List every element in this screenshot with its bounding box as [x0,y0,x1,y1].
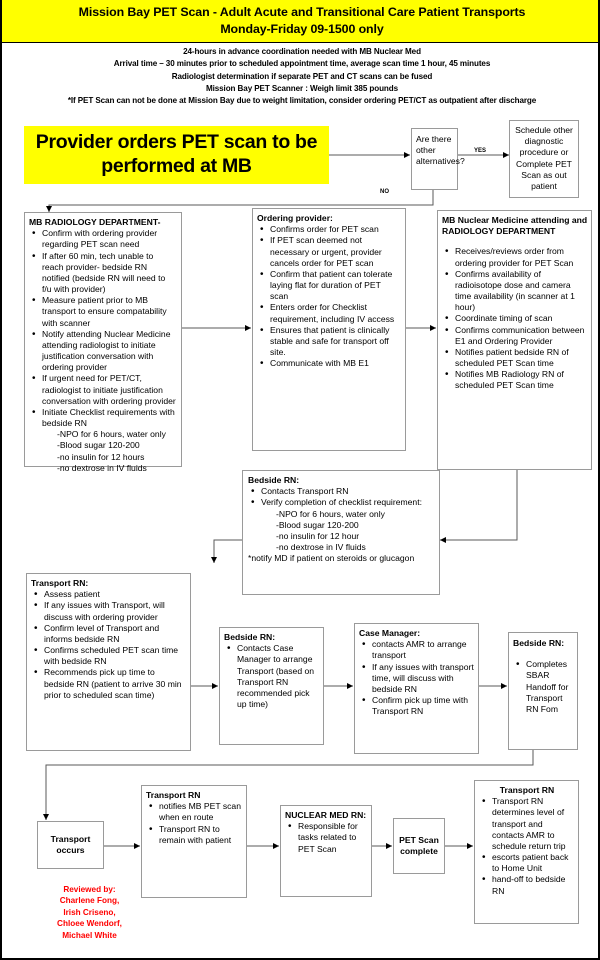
reviewer-name: Irish Criseno, [63,907,116,917]
list-item: Completes SBAR Handoff for Transport RN … [515,658,574,715]
pet-scan-complete-box[interactable]: PET Scan complete [393,818,445,874]
list-item: Ensures that patient is clinically stabl… [259,324,401,359]
ordering-provider-title: Ordering provider: [257,213,333,223]
reviewer-name: Chloee Wendorf, [57,919,122,929]
list-item: Contacts Transport RN [250,485,435,498]
transport-rn-return-box[interactable]: Transport RN Transport RN determines lev… [474,780,579,924]
transport-rn-box[interactable]: Transport RN: Assess patient If any issu… [26,573,191,751]
checklist-item: -no dextrose in IV fluids [276,542,366,553]
transport-rn-enroute-box[interactable]: Transport RN notifies MB PET scan when e… [141,785,247,898]
pet-scan-complete-label: PET Scan complete [399,834,439,856]
bedside-rn-checklist-note: *notify MD if patient on steroids or glu… [248,553,415,564]
bedside-rn-cm-title: Bedside RN: [224,632,276,642]
list-item: escorts patient back to Home Unit [481,851,575,874]
subheader-line: 24-hours in advance coordination needed … [183,47,421,56]
list-item: Verify completion of checklist requireme… [250,496,435,509]
reviewed-by-block: Reviewed by: Charlene Fong, Irish Crisen… [32,884,147,941]
list-item: Enters order for Checklist requirement, … [259,301,401,324]
list-item: Receives/reviews order from ordering pro… [444,245,588,268]
mb-radiology-department-box[interactable]: MB RADIOLOGY DEPARTMENT- Confirm with or… [24,212,182,473]
list-item: Recommends pick up time to bedside RN (p… [33,666,186,701]
subheader-line: Mission Bay PET Scanner : Weigh limit 38… [205,83,399,93]
decision-yes-label: YES [474,148,487,154]
start-box-label: Provider orders PET scan to be performed… [35,131,318,177]
outpatient-label: Schedule other diagnostic procedure or C… [515,125,573,191]
nuclear-med-rn-box[interactable]: NUCLEAR MED RN: Responsible for tasks re… [280,805,372,897]
checklist-item: -no insulin for 12 hours [57,451,145,462]
list-item: Confirms communication between E1 and Or… [444,324,588,347]
checklist-item: -no insulin for 12 hour [276,530,360,541]
transport-occurs-label: Transport occurs [50,833,91,855]
case-manager-title: Case Manager: [359,628,421,638]
outpatient-schedule-box[interactable]: Schedule other diagnostic procedure or C… [509,120,579,198]
list-item: Transport RN to remain with patient [148,823,242,846]
subheader-line: Radiologist determination if separate PE… [171,71,433,81]
subheader-notes: 24-hours in advance coordination needed … [2,46,598,107]
banner-line-1: Mission Bay PET Scan - Adult Acute and T… [78,5,526,20]
list-item: Contacts Case Manager to arrange Transpo… [226,642,319,710]
title-banner: Mission Bay PET Scan - Adult Acute and T… [2,0,598,43]
list-item: If any issues with Transport, will discu… [33,599,186,622]
reviewer-name: Charlene Fong, [59,896,120,906]
list-item: Notifies patient bedside RN of scheduled… [444,346,588,369]
banner-line-2: Monday-Friday 09-1500 only [220,22,384,36]
list-item: Confirm that patient can tolerate laying… [259,268,401,303]
decision-are-there-other-alternatives[interactable]: Are there other alternatives? [411,128,465,190]
bedside-rn-sbar-title: Bedside RN: [513,638,565,648]
bedside-rn-case-manager-box[interactable]: Bedside RN: Contacts Case Manager to arr… [219,627,324,745]
list-item: Confirms order for PET scan [259,223,401,236]
list-item: If after 60 min, tech unable to reach pr… [31,250,176,296]
list-item: If urgent need for PET/CT, radiologist t… [31,372,176,407]
checklist-item: -no dextrose in IV fluids [57,462,147,473]
list-item: Coordinate timing of scan [444,312,588,325]
list-item: Measure patient prior to MB transport to… [31,294,176,329]
list-item: hand-off to bedside RN [481,873,575,896]
transport-rn-enroute-title: Transport RN [146,790,201,800]
list-item: Initiate Checklist requirements with bed… [31,406,176,429]
list-item: If PET scan deemed not necessary or urge… [259,234,401,269]
checklist-item: -Blood sugar 120-200 [57,440,140,451]
list-item: notifies MB PET scan when en route [148,800,242,823]
list-item: Confirms availability of radioisotope do… [444,268,588,314]
list-item: Confirm with ordering provider regarding… [31,227,176,250]
transport-rn-title: Transport RN: [31,578,89,588]
bedside-rn-checklist-box[interactable]: Bedside RN: Contacts Transport RN Verify… [242,470,440,595]
case-manager-box[interactable]: Case Manager: contacts AMR to arrange tr… [354,623,479,754]
list-item: Assess patient [33,588,186,601]
list-item: Confirm level of Transport and informs b… [33,622,186,645]
list-item: Confirms scheduled PET scan time with be… [33,644,186,667]
reviewer-name: Michael White [62,930,117,940]
subheader-line: Arrival time – 30 minutes prior to sched… [113,59,491,69]
nuclear-med-rn-title: NUCLEAR MED RN: [285,810,367,820]
ordering-provider-box[interactable]: Ordering provider: Confirms order for PE… [252,208,406,451]
bedside-rn-sbar-box[interactable]: Bedside RN: Completes SBAR Handoff for T… [508,632,578,750]
list-item: Confirm pick up time with Transport RN [361,694,474,717]
radiology-box-title: MB RADIOLOGY DEPARTMENT- [29,217,161,227]
list-item: Transport RN determines level of transpo… [481,795,575,852]
checklist-item: -Blood sugar 120-200 [276,519,359,530]
list-item: Communicate with MB E1 [259,357,401,370]
list-item: If any issues with transport time, will … [361,661,474,696]
checklist-item: -NPO for 6 hours, water only [276,508,385,519]
list-item: Responsible for tasks related to PET Sca… [287,820,368,855]
list-item: Notify attending Nuclear Medicine attend… [31,328,176,374]
reviewed-by-label: Reviewed by: [63,885,116,894]
nuclear-medicine-title: MB Nuclear Medicine attending and RADIOL… [442,215,588,237]
list-item: contacts AMR to arrange transport [361,638,474,661]
transport-rn-return-title: Transport RN [499,785,555,795]
subheader-line: *If PET Scan can not be done at Mission … [67,96,537,106]
list-item: Notifies MB Radiology RN of scheduled PE… [444,368,588,391]
mb-nuclear-medicine-box[interactable]: MB Nuclear Medicine attending and RADIOL… [437,210,592,470]
bedside-rn-checklist-title: Bedside RN: [248,475,300,485]
start-box-provider-orders-pet-scan[interactable]: Provider orders PET scan to be performed… [24,126,329,184]
transport-occurs-box[interactable]: Transport occurs [37,821,104,869]
decision-label: Are there other alternatives? [416,134,465,167]
checklist-item: -NPO for 6 hours, water only [57,429,166,440]
decision-no-label: NO [380,189,389,195]
